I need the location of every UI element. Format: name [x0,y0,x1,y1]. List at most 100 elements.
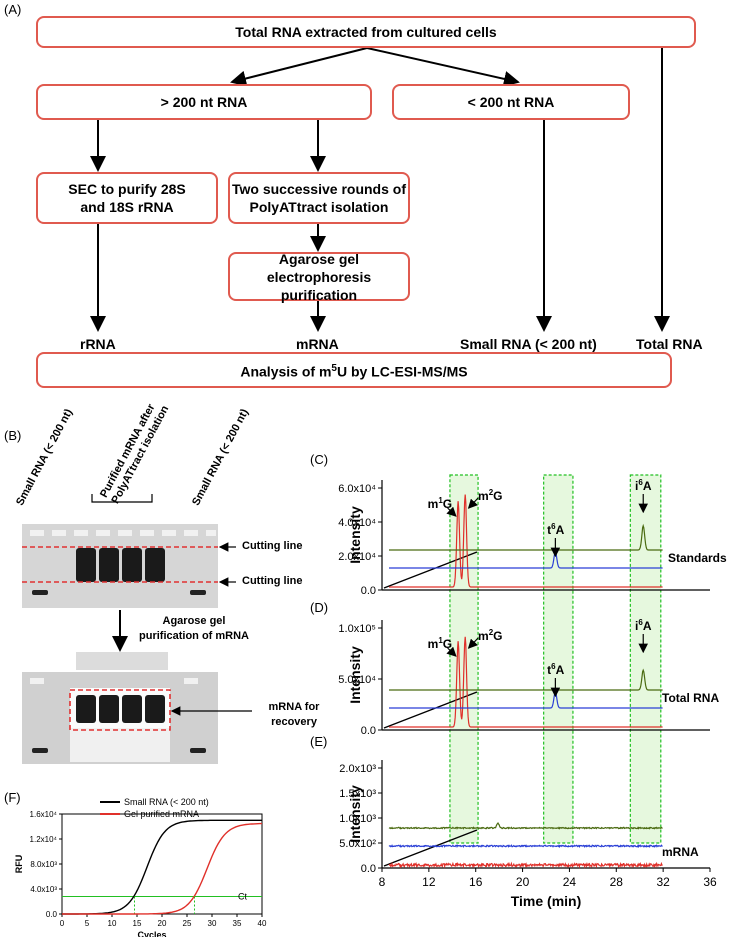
lt200-box: < 200 nt RNA [392,84,630,120]
cutting-line-1: Cutting line [242,540,303,552]
panel-d-label: (D) [310,600,329,615]
ytick-label-E-2: 1.0x10³ [339,813,376,825]
agarose-box: Agarose gel electrophoresis purification [228,250,410,303]
trace-blue-D [389,689,663,709]
qpcr-xtick-label-8: 40 [258,919,267,928]
arrow-m1G-D [446,646,457,657]
xtick-label-0: 8 [379,875,386,889]
ylabel-D: Intensity [347,646,363,704]
trace-red-D [389,636,663,728]
ytick-label-E-1: 5.0x10² [339,838,376,850]
xtick-label-2: 16 [469,875,483,889]
arrow-m1G-C [446,506,457,517]
panel-a-label: (A) [4,2,22,17]
ytick-label-D-1: 5.0x10⁴ [338,674,376,686]
peak-label-m2G-C: m2G [478,488,502,503]
panel-e-label: (E) [310,734,328,749]
chrom-xlabel: Time (min) [511,893,582,909]
peak-label-m2G-D: m2G [478,628,502,643]
panel-b-label: (B) [4,428,22,443]
arrow-m2G-D [467,637,479,649]
trace-red-E [388,861,663,869]
qpcr-ytick-label-1: 4.0x10³ [30,885,57,894]
ytick-label-D-2: 1.0x10⁵ [338,623,376,635]
peak-label-t6A-C: t6A [547,522,564,537]
xtick-label-6: 32 [656,875,670,889]
peak-label-i6A-D: i6A [635,618,652,633]
trace-blue-C [389,549,663,569]
legend-label-1: Gel purified mRNA [124,809,199,819]
total-rna-box: Total RNA extracted from cultured cells [36,16,696,48]
total-rna-text: Total RNA extracted from cultured cells [235,24,497,40]
sec-box: SEC to purify 28S and 18S rRNA [36,172,218,224]
peak-window-1 [543,474,574,844]
qpcr-xtick-label-2: 10 [108,919,117,928]
ytick-label-C-2: 4.0x10⁴ [338,517,376,529]
peak-window-2 [629,474,662,844]
qpcr-xtick-label-6: 30 [208,919,217,928]
peak-label-i6A-C: i6A [635,478,652,493]
cutting-line-2: Cutting line [242,575,303,587]
sample-label-C: Standards [668,551,727,565]
out-small: Small RNA (< 200 nt) [460,336,597,352]
xtick-label-4: 24 [563,875,577,889]
offset-diagonal-D [383,691,478,729]
qpcr-series-0 [62,819,262,915]
peak-label-m1G-C: m1G [428,496,452,511]
arrow-m2G-C [467,497,479,509]
analysis-text: Analysis of m5U by LC-ESI-MS/MS [240,362,468,380]
qpcr-xtick-label-0: 0 [60,919,65,928]
polya-text: Two successive rounds of PolyATtract iso… [231,181,406,215]
qpcr-xlabel: Cycles [137,930,166,937]
sample-label-E: mRNA [662,845,699,859]
sample-label-D: Total RNA [662,691,719,705]
qpcr-ylabel: RFU [14,855,24,874]
xtick-label-7: 36 [703,875,717,889]
analysis-box: Analysis of m5U by LC-ESI-MS/MS [36,352,672,388]
ytick-label-E-3: 1.5x10³ [339,788,376,800]
trace-green-D [389,668,663,691]
xtick-label-1: 12 [422,875,436,889]
qpcr-xtick-label-7: 35 [233,919,242,928]
legend-label-0: Small RNA (< 200 nt) [124,797,209,807]
ytick-label-C-0: 0.0 [361,585,376,597]
qpcr-series-1 [62,822,262,915]
sec-text: SEC to purify 28S and 18S rRNA [68,181,186,215]
trace-red-C [389,494,663,588]
qpcr-ytick-label-0: 0.0 [46,910,58,919]
trace-blue-E [388,843,663,849]
gt200-text: > 200 nt RNA [160,94,248,110]
ylabel-E: Intensity [347,785,363,843]
qpcr-xtick-label-4: 20 [158,919,167,928]
ytick-label-E-0: 0.0 [361,863,376,875]
gel-images [22,494,252,764]
ytick-label-D-0: 0.0 [361,725,376,737]
lt200-text: < 200 nt RNA [467,94,555,110]
polya-box: Two successive rounds of PolyATtract iso… [228,172,410,224]
ytick-label-C-3: 6.0x10⁴ [338,483,376,495]
offset-diagonal-C [383,551,478,589]
peak-label-m1G-D: m1G [428,636,452,651]
ylabel-C: Intensity [347,506,363,564]
trace-green-E [388,821,663,830]
xtick-label-3: 20 [516,875,530,889]
xtick-label-5: 28 [610,875,624,889]
qpcr-xtick-label-3: 15 [133,919,142,928]
qpcr-xtick-label-1: 5 [85,919,90,928]
ytick-label-E-4: 2.0x10³ [339,763,376,775]
qpcr-ytick-label-3: 1.2x10⁴ [30,835,58,844]
out-mrna: mRNA [296,336,339,352]
agarose-text: Agarose gel electrophoresis purification [266,250,372,303]
trace-green-C [389,523,663,551]
ct-label: Ct [238,892,247,902]
qpcr-ytick-label-4: 1.6x10⁴ [30,810,58,819]
qpcr-chart: 0 5 10 15 20 25 30 35 40 0.0 4.0x10³ 8.0x10³ 1.2x10⁴… [14,797,267,937]
qpcr-ytick-label-2: 8.0x10³ [30,860,57,869]
qpcr-xtick-label-5: 25 [183,919,192,928]
flowchart-arrows [90,47,670,332]
out-rrna: rRNA [80,336,116,352]
peak-label-t6A-D: t6A [547,662,564,677]
